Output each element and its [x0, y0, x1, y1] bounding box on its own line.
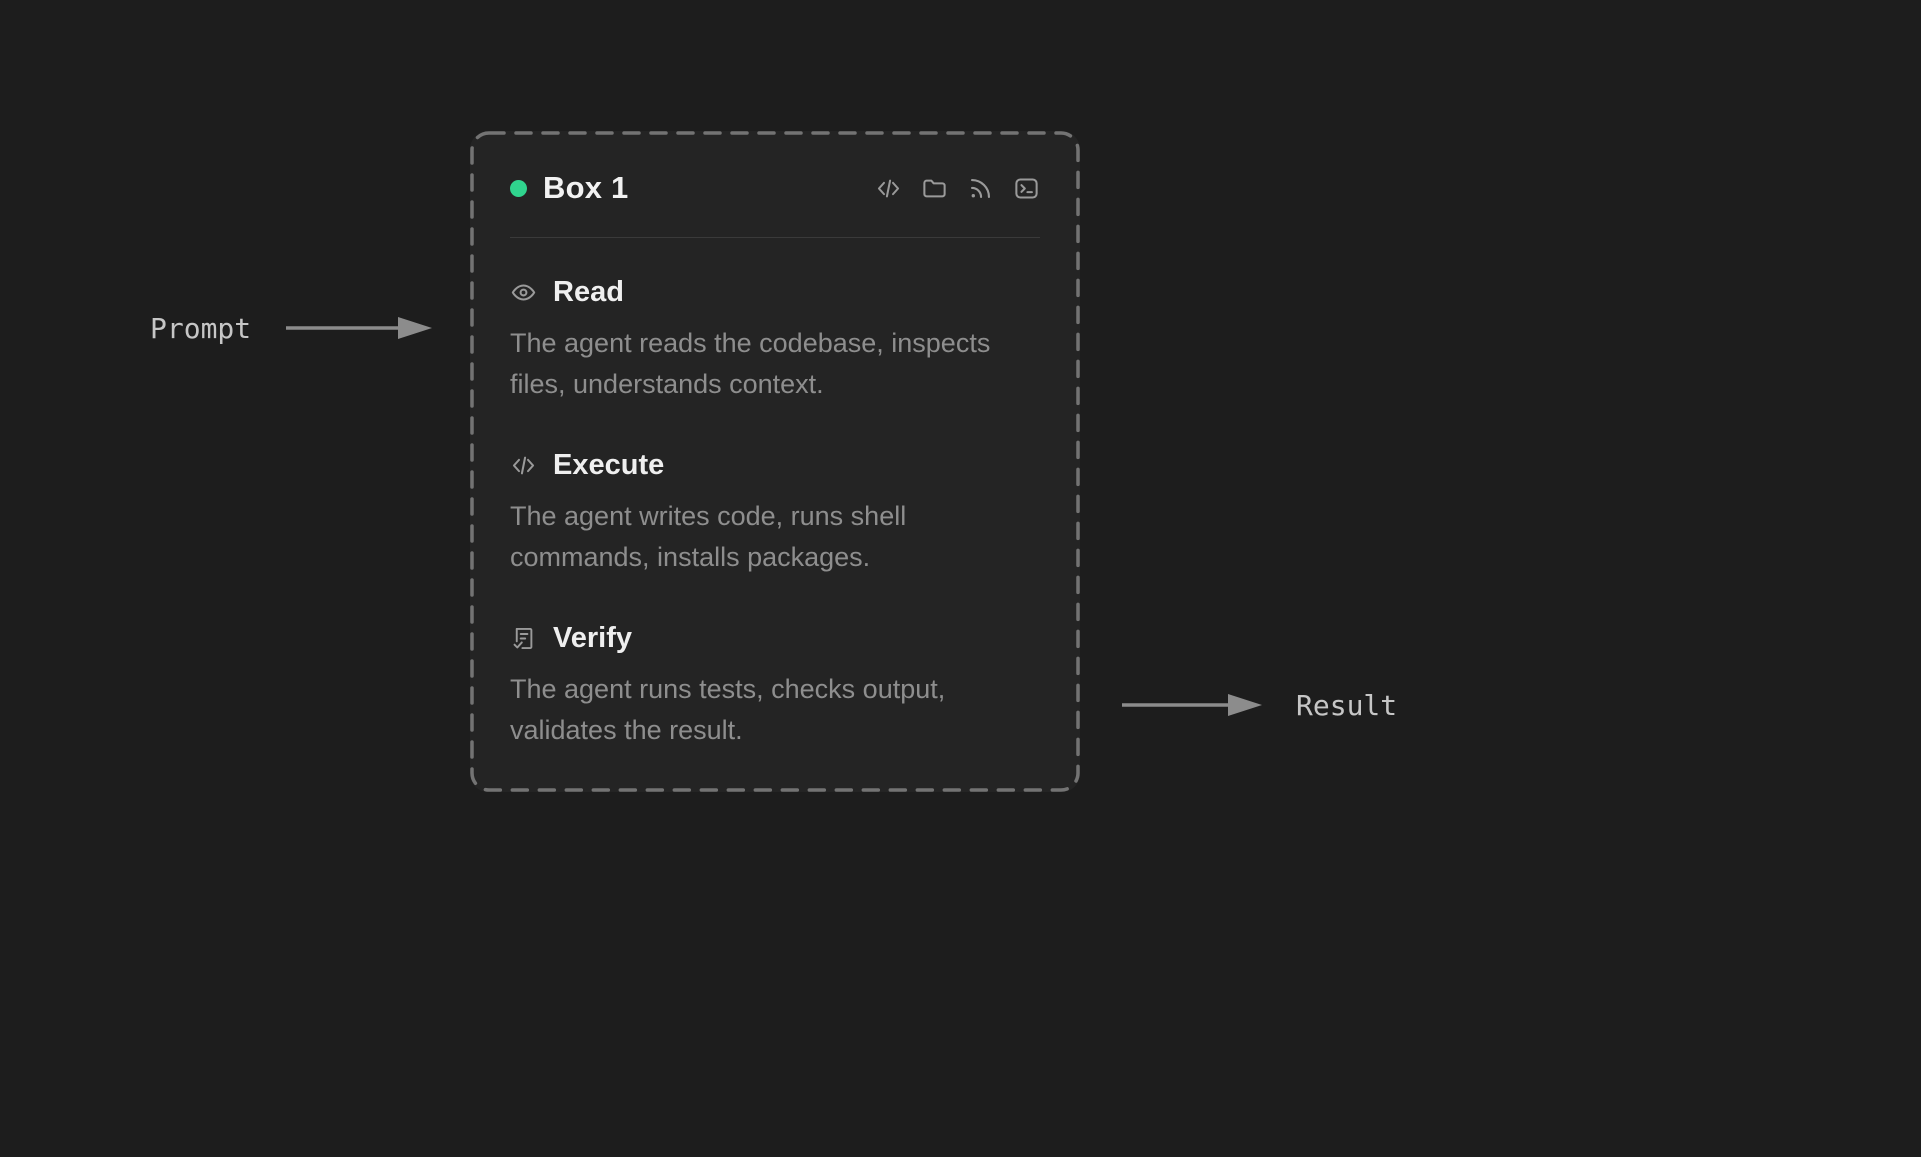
- section-title: Execute: [553, 449, 665, 481]
- rss-icon[interactable]: [967, 175, 994, 202]
- folder-icon[interactable]: [921, 175, 948, 202]
- header-toolbar: [875, 175, 1040, 202]
- code-icon: [510, 452, 537, 479]
- section-description: The agent reads the codebase, inspects f…: [510, 328, 991, 399]
- card-title: Box 1: [543, 170, 629, 205]
- section-read: Read The agent reads the codebase, inspe…: [510, 272, 1040, 405]
- section-read-header: Read: [510, 272, 1040, 312]
- result-arrow: [1122, 694, 1262, 716]
- section-title: Verify: [553, 622, 632, 654]
- clipboard-check-icon: [510, 625, 537, 652]
- code-icon[interactable]: [875, 175, 902, 202]
- header-divider: [510, 237, 1040, 238]
- section-description: The agent writes code, runs shell comman…: [510, 501, 907, 572]
- eye-icon: [510, 279, 537, 306]
- section-execute: Execute The agent writes code, runs shel…: [510, 445, 1040, 578]
- section-verify-header: Verify: [510, 618, 1040, 658]
- prompt-label: Prompt: [150, 312, 252, 345]
- section-title: Read: [553, 276, 624, 308]
- prompt-arrow: [286, 317, 432, 339]
- section-execute-header: Execute: [510, 445, 1040, 485]
- result-label: Result: [1296, 689, 1398, 722]
- card-header: Box 1: [510, 167, 1040, 209]
- terminal-icon[interactable]: [1013, 175, 1040, 202]
- agent-box-card: Box 1: [470, 131, 1080, 792]
- status-dot: [510, 179, 527, 197]
- section-description: The agent runs tests, checks output, val…: [510, 674, 946, 745]
- section-verify: Verify The agent runs tests, checks outp…: [510, 618, 1040, 751]
